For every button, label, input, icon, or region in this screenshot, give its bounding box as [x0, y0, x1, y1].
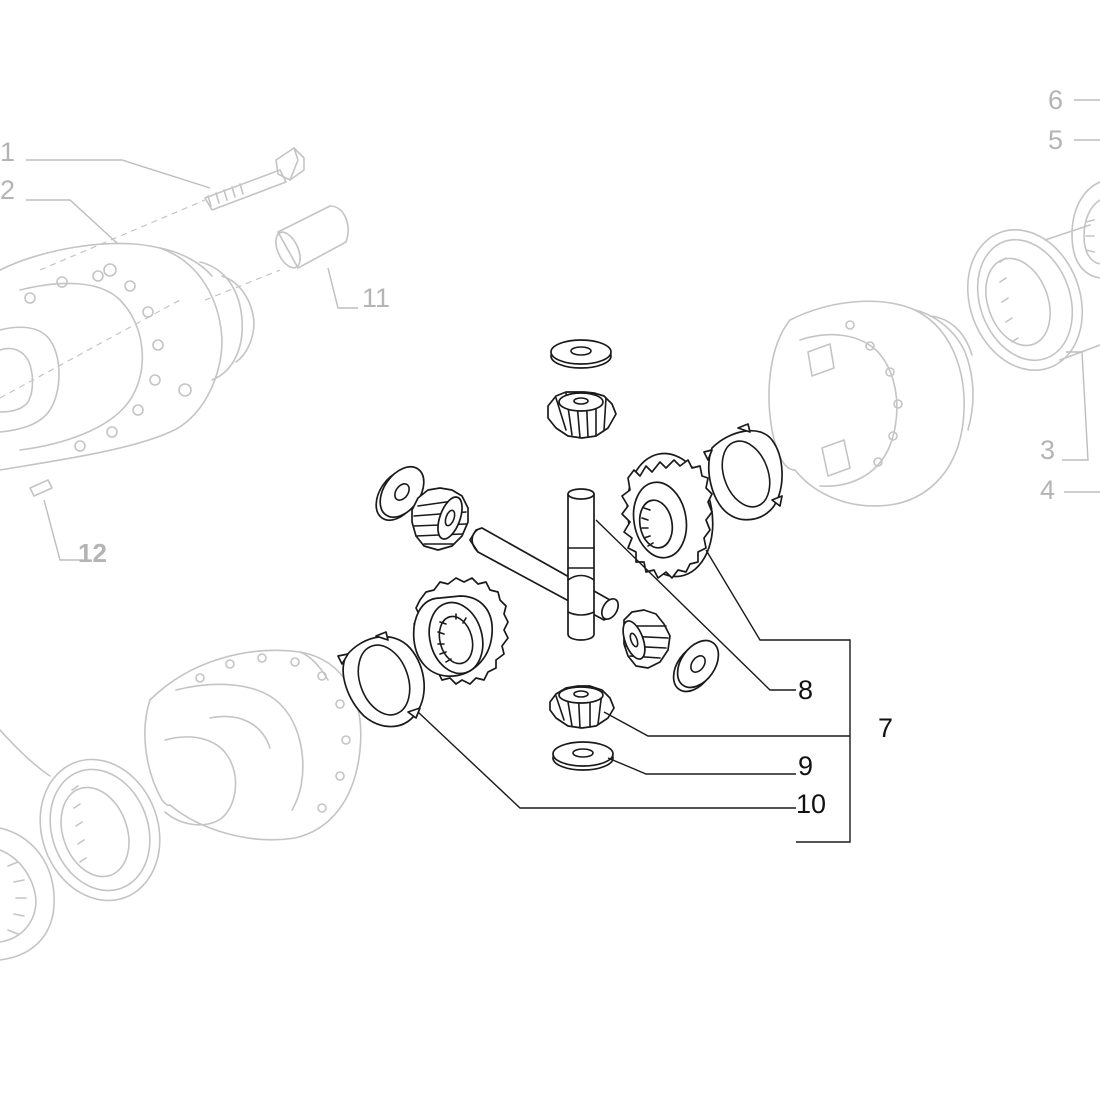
bearing-left-bottom	[0, 729, 161, 902]
callout-5: 5	[1048, 125, 1063, 155]
thrust-washer-left-part-10	[337, 631, 426, 728]
callout-8: 8	[798, 675, 813, 705]
leader-lines	[26, 99, 1100, 843]
washer-right	[672, 639, 720, 693]
callout-2: 2	[0, 175, 15, 205]
bearing-right-part-3	[966, 224, 1100, 372]
callout-4: 4	[1040, 475, 1055, 505]
pinion-top	[547, 391, 617, 439]
housing-left-part-2	[0, 242, 255, 471]
callout-11: 11	[362, 283, 390, 313]
bushing-part-11	[204, 205, 349, 301]
bolt-part-1	[39, 147, 305, 271]
side-gear-lower	[412, 577, 509, 685]
gear-left-bottom	[0, 827, 55, 961]
side-gear-upper	[621, 452, 714, 579]
gear-right-corner	[1071, 181, 1100, 279]
callout-6: 6	[1048, 85, 1063, 115]
callout-10: 10	[796, 789, 826, 819]
callout-7: 7	[878, 713, 893, 743]
pinion-left	[411, 487, 469, 551]
washer-top-part-9	[550, 339, 612, 369]
callout-labels: 1 2 3 4 5 6 7 8 9 10 11 12	[0, 85, 1063, 819]
callout-12: 12	[78, 538, 107, 568]
washer-left	[375, 465, 425, 522]
pinion-bottom	[549, 685, 615, 729]
washer-bottom-part-9	[552, 741, 614, 771]
thrust-washer-right	[703, 423, 783, 521]
pinion-right	[622, 609, 671, 669]
housing-right-top	[768, 300, 974, 507]
callout-9: 9	[798, 751, 813, 781]
housing-left-bottom	[144, 649, 362, 841]
pin-part-12	[29, 479, 53, 497]
short-pin-vertical	[567, 488, 595, 641]
callout-3: 3	[1040, 435, 1055, 465]
callout-1: 1	[0, 137, 15, 167]
